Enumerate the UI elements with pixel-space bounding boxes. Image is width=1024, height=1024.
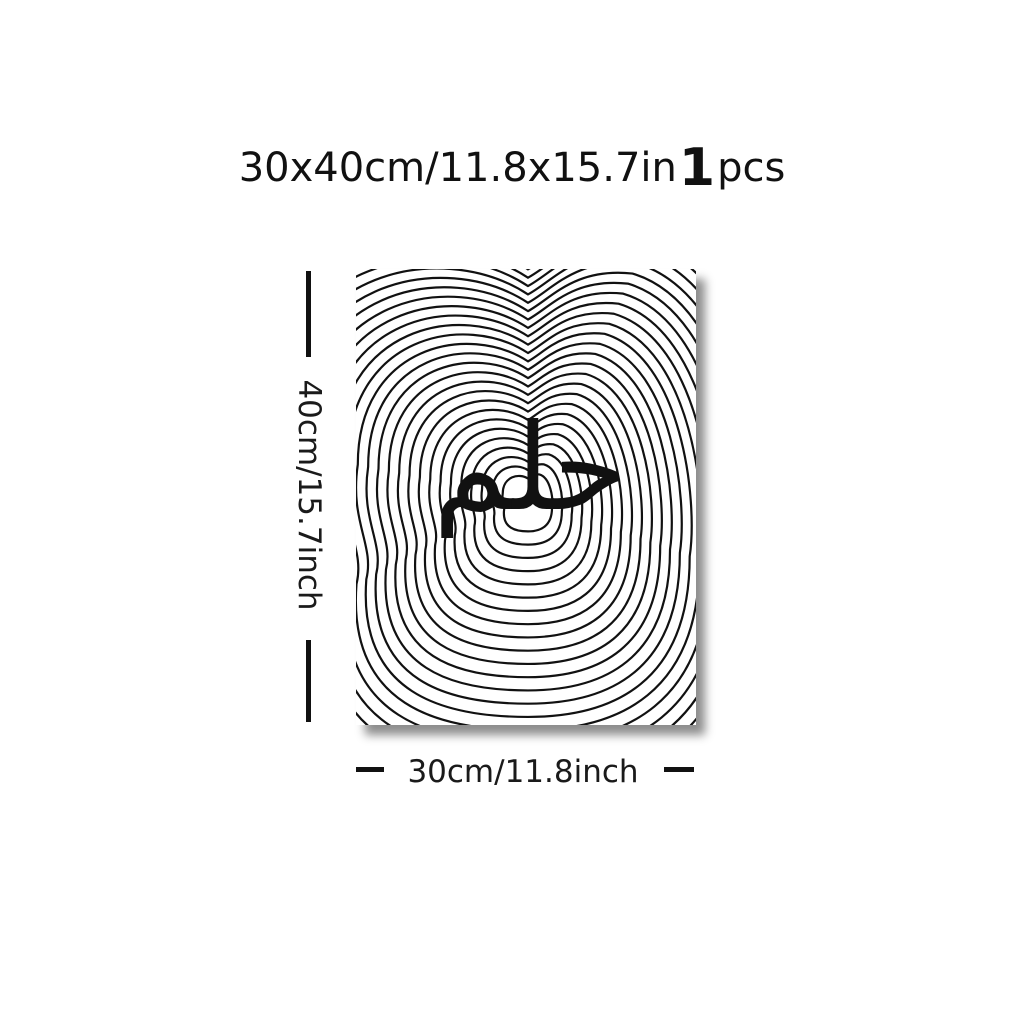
height-dimension-bar-bottom bbox=[306, 640, 311, 722]
contour-ring bbox=[356, 281, 696, 725]
contour-ring bbox=[396, 372, 653, 666]
contour-ring bbox=[356, 311, 696, 725]
contour-ring bbox=[407, 382, 644, 652]
height-dimension-label: 40cm/15.7inch bbox=[291, 379, 327, 611]
contour-ring bbox=[469, 443, 584, 573]
contour-ring bbox=[386, 362, 663, 679]
contour-ring bbox=[356, 332, 693, 719]
quantity-unit: pcs bbox=[717, 145, 786, 191]
contour-ring bbox=[501, 473, 554, 533]
contour-ring bbox=[428, 402, 624, 626]
contour-ring bbox=[365, 342, 683, 705]
contour-ring bbox=[356, 291, 696, 725]
contour-ring bbox=[459, 432, 594, 586]
calligraphy-word: حلم bbox=[433, 399, 627, 538]
contour-rings bbox=[356, 269, 696, 725]
poster-artwork: حلم bbox=[356, 269, 696, 725]
width-dimension-label: 30cm/11.8inch bbox=[407, 754, 639, 790]
width-dimension-bar-right bbox=[664, 767, 694, 772]
contour-ring bbox=[449, 422, 604, 599]
contour-ring bbox=[356, 301, 696, 725]
contour-ring bbox=[356, 322, 696, 725]
contour-ring bbox=[375, 352, 673, 692]
contour-ring bbox=[490, 463, 564, 546]
size-text: 30x40cm/11.8x15.7in bbox=[238, 145, 677, 191]
quantity-number: 1 bbox=[678, 138, 716, 198]
contour-ring bbox=[438, 412, 614, 613]
product-size-title: 30x40cm/11.8x15.7in1pcs bbox=[0, 138, 1024, 198]
width-dimension-bar-left bbox=[356, 767, 384, 772]
height-dimension-bar-top bbox=[306, 271, 311, 357]
contour-line-art: حلم bbox=[356, 269, 696, 725]
contour-ring bbox=[417, 392, 634, 639]
contour-ring bbox=[480, 453, 574, 560]
